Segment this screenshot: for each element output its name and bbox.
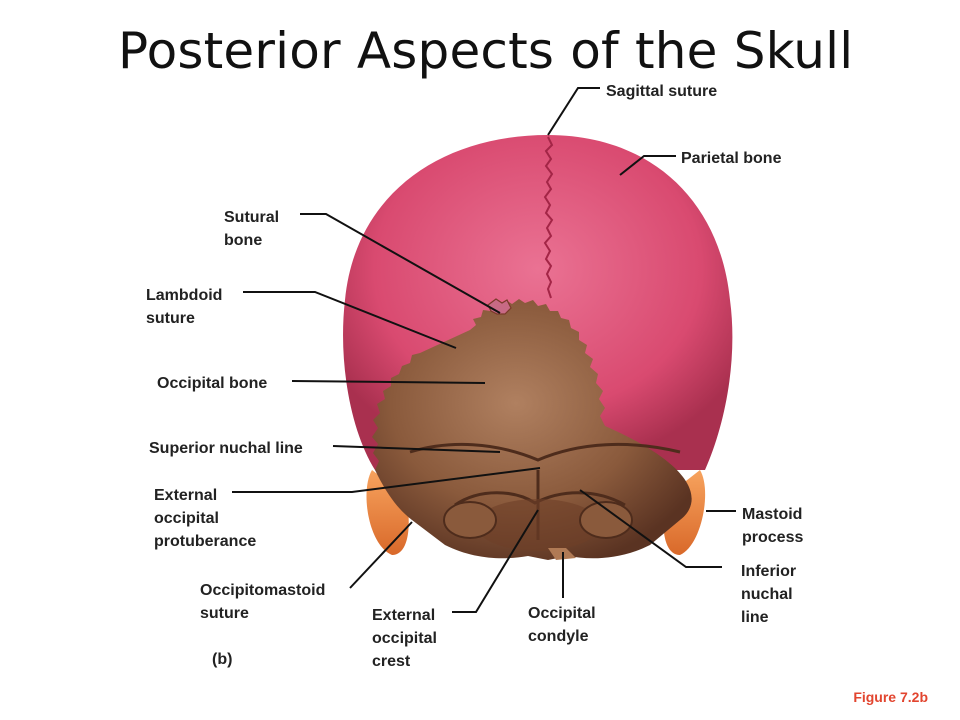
leader-lambdoid-suture [243, 291, 457, 349]
label-parietal-bone: Parietal bone [681, 150, 782, 167]
panel-label: (b) [212, 651, 233, 668]
label-occipital-bone: Occipital bone [157, 375, 268, 392]
label-external-occipital-protuberance: External occipital protuberance [154, 487, 257, 550]
label-inferior-nuchal-line: Inferior nuchal line [741, 563, 797, 626]
sagittal-suture [543, 136, 554, 299]
leader-parietal-bone [619, 155, 676, 176]
page-title: Posterior Aspects of the Skull [118, 22, 854, 80]
superior-nuchal-line [409, 442, 681, 462]
leader-occipitomastoid-suture [349, 521, 413, 589]
leader-inferior-nuchal-line [579, 489, 722, 568]
label-superior-nuchal-line: Superior nuchal line [149, 440, 303, 457]
label-occipital-condyle: Occipital condyle [528, 605, 596, 645]
label-mastoid-process: Mastoid process [742, 506, 804, 546]
label-lambdoid-suture: Lambdoid suture [146, 287, 223, 327]
leader-occipital-bone [291, 380, 486, 384]
label-occipitomastoid-suture: Occipitomastoid suture [200, 582, 326, 622]
foramen-region [443, 499, 633, 551]
leader-sutural-bone [300, 213, 501, 314]
leader-external-occipital-protuberance [232, 467, 541, 493]
label-external-occipital-crest: External occipital crest [372, 607, 437, 670]
leader-lines [232, 87, 736, 613]
leader-superior-nuchal-line [332, 445, 501, 453]
figure-reference: Figure 7.2b [853, 689, 928, 705]
label-sutural-bone: Sutural bone [224, 209, 280, 249]
occipital-bone [372, 299, 692, 560]
leader-sagittal-suture [547, 87, 600, 136]
label-sagittal-suture: Sagittal suture [606, 83, 718, 100]
leader-external-occipital-crest [452, 509, 539, 613]
